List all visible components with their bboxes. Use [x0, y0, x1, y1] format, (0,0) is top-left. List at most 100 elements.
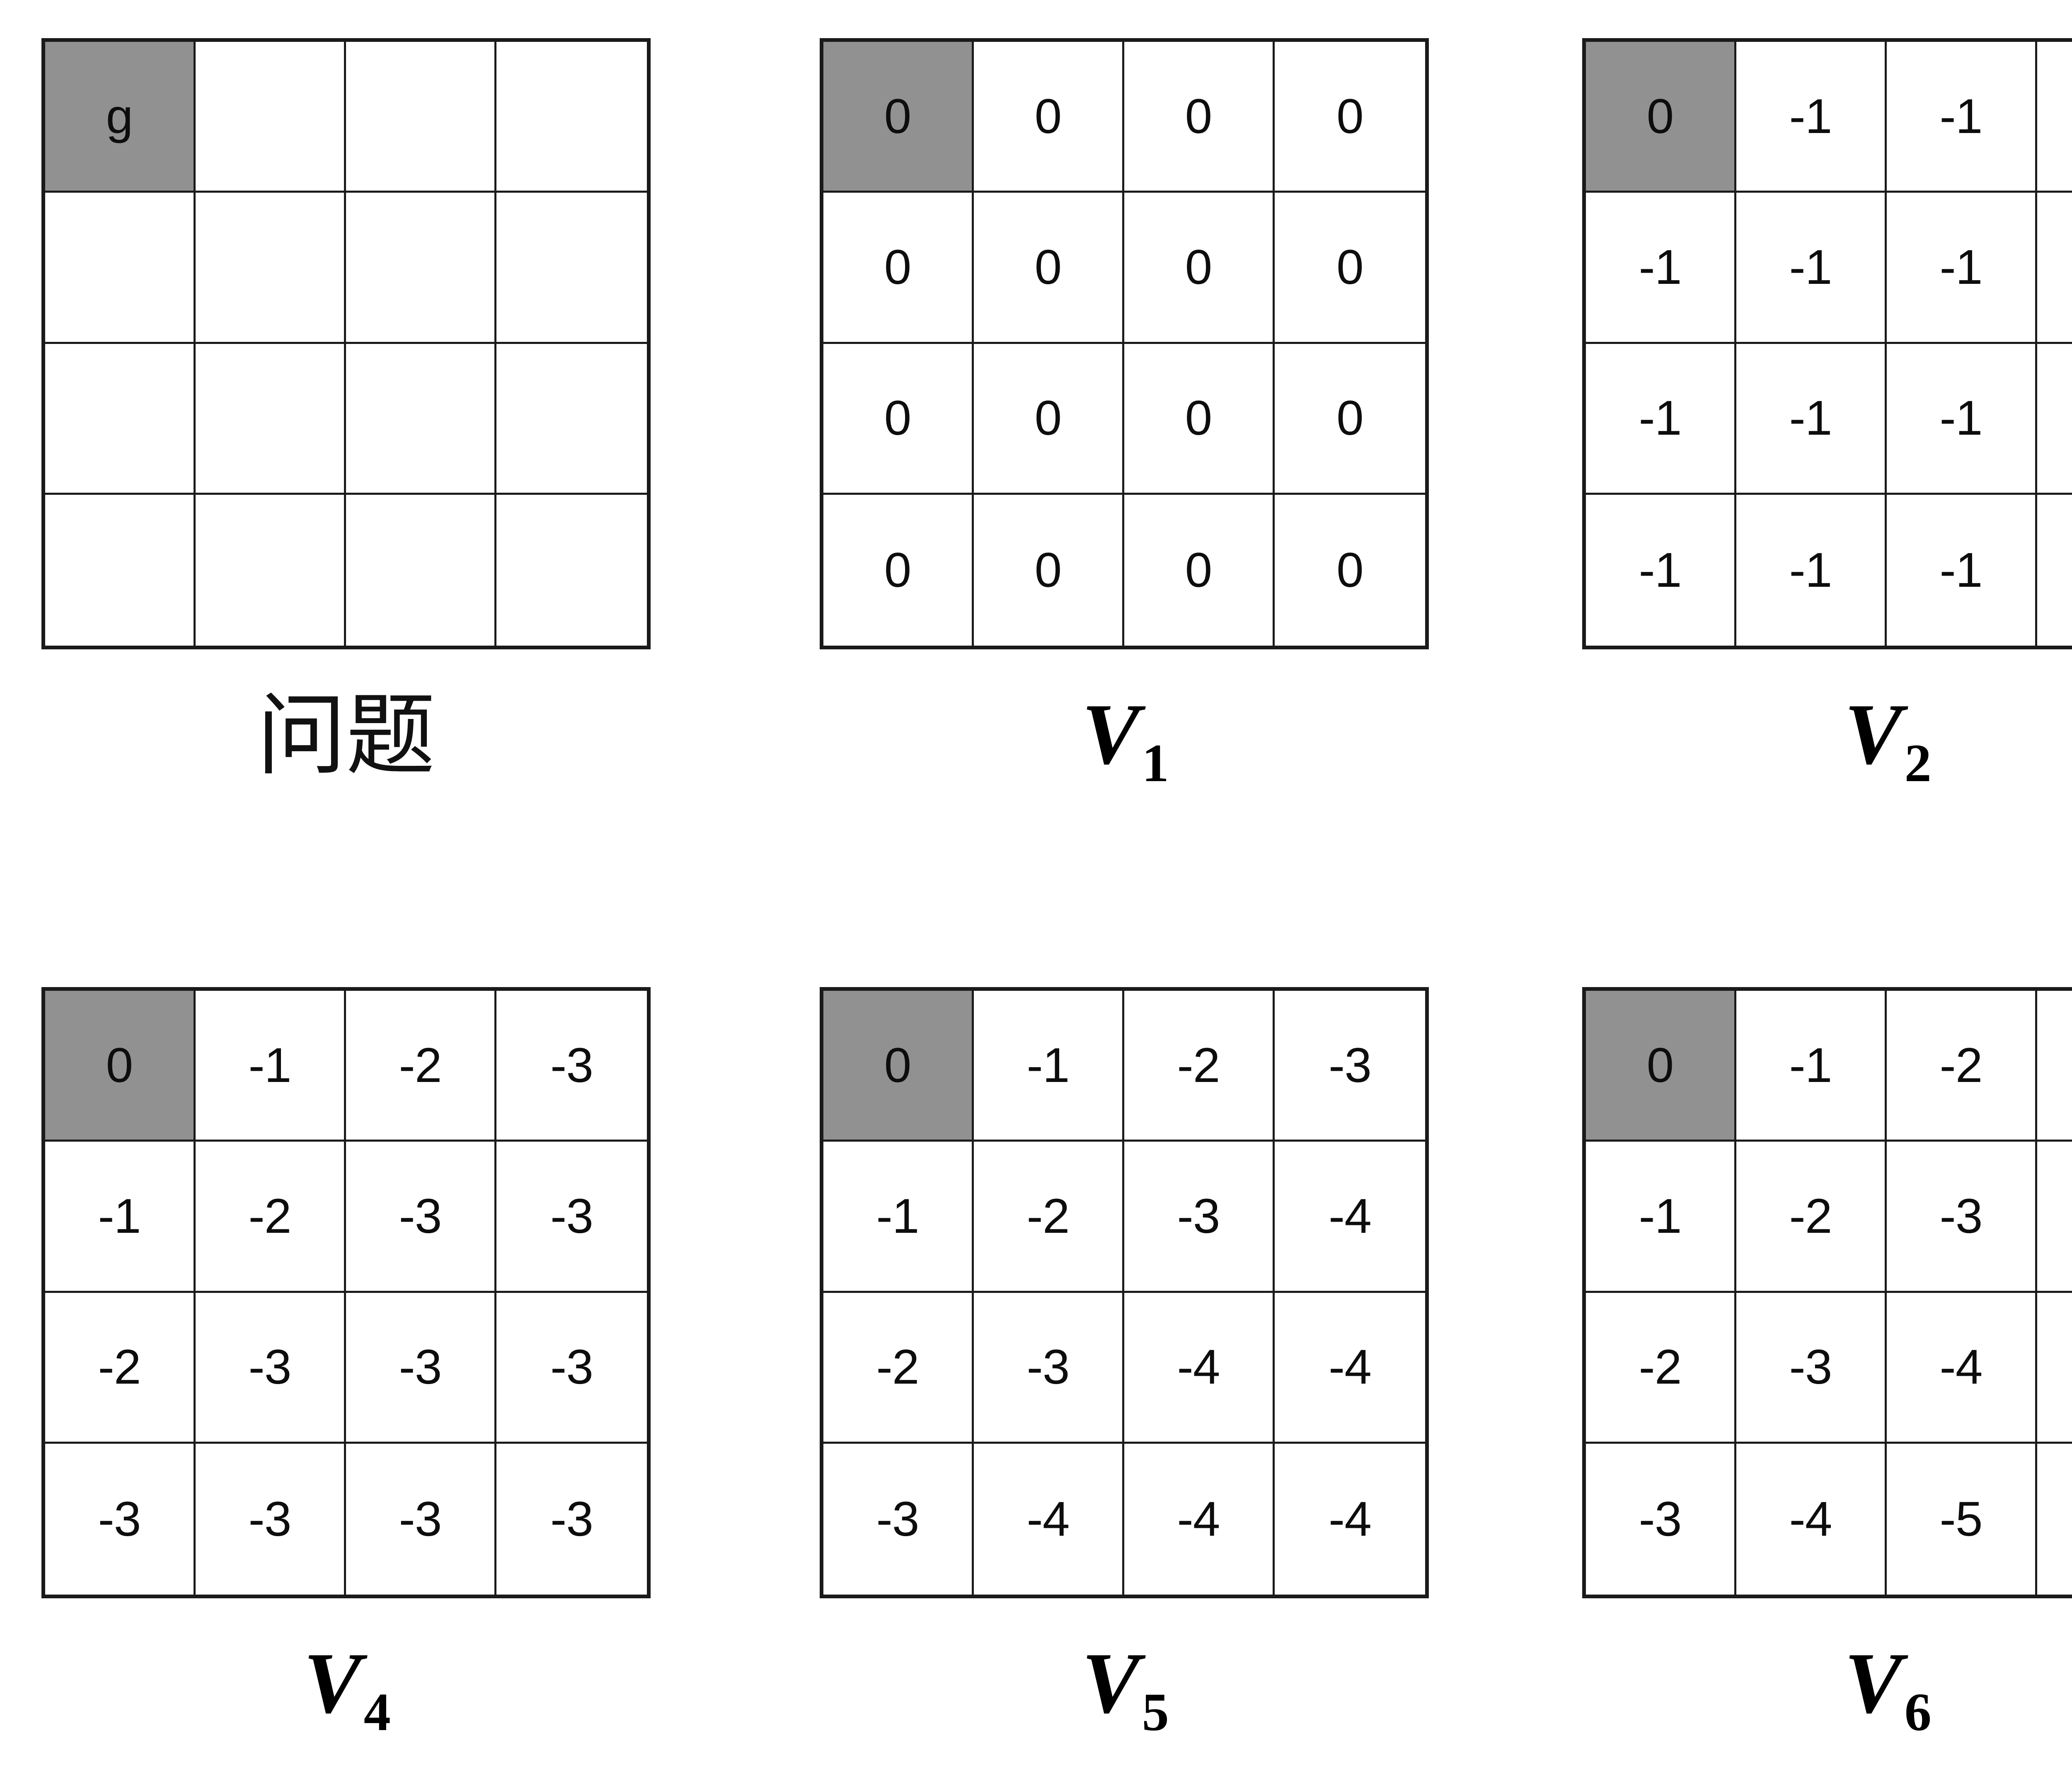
board-caption-v5: V5 [1082, 1640, 1169, 1743]
grid-cell-v6-r2-c2: -4 [1887, 1292, 2037, 1444]
grid-cell-v1-r1-c3: 0 [1275, 193, 1425, 344]
caption-subscript-v4: 4 [363, 1682, 391, 1742]
grid-cell-problem-r0-c1 [196, 42, 346, 193]
grid-cell-v1-r1-c2: 0 [1124, 193, 1275, 344]
grid-cell-v6-r2-c1: -3 [1736, 1292, 1887, 1444]
grid-cell-v4-r1-c1: -2 [196, 1142, 346, 1293]
grid-cell-v5-r3-c1: -4 [974, 1443, 1124, 1595]
grid-cell-v2-r3-c1: -1 [1736, 494, 1887, 646]
grid-cell-v2-r3-c0: -1 [1586, 494, 1736, 646]
grid-cell-v6-r3-c3: -5 [2037, 1443, 2072, 1595]
grid-cell-v2-r2-c1: -1 [1736, 344, 1887, 495]
grid-cell-problem-r3-c1 [196, 494, 346, 646]
caption-subscript-v6: 6 [1904, 1682, 1932, 1742]
grid-cell-v2-r3-c3: -1 [2037, 494, 2072, 646]
grid-cell-problem-r1-c1 [196, 193, 346, 344]
grid-cell-v5-r2-c3: -4 [1275, 1292, 1425, 1444]
grid-cell-v2-r3-c2: -1 [1887, 494, 2037, 646]
grid-cell-v6-r0-c3: -3 [2037, 991, 2072, 1142]
grid-cell-v4-r3-c0: -3 [45, 1443, 196, 1595]
grid-cell-v6-r3-c2: -5 [1887, 1443, 2037, 1595]
grid-cell-v2-r1-c1: -1 [1736, 193, 1887, 344]
grid-cell-v6-r2-c3: -5 [2037, 1292, 2072, 1444]
grid-cell-v5-r0-c2: -2 [1124, 991, 1275, 1142]
grid-cell-v6-r3-c0: -3 [1586, 1443, 1736, 1595]
grid-cell-problem-r1-c3 [496, 193, 647, 344]
board-caption-problem: 问题 [257, 691, 435, 794]
grid-cell-v4-r0-c3: -3 [496, 991, 647, 1142]
grid-cell-v5-r1-c2: -3 [1124, 1142, 1275, 1293]
grid-cell-v2-r0-c1: -1 [1736, 42, 1887, 193]
grid-cell-v5-r1-c0: -1 [823, 1142, 974, 1293]
grid-cell-v4-r0-c1: -1 [196, 991, 346, 1142]
grid-cell-v1-r2-c1: 0 [974, 344, 1124, 495]
grid-cell-v6-r1-c1: -2 [1736, 1142, 1887, 1293]
grid-cell-v4-r2-c3: -3 [496, 1292, 647, 1444]
caption-symbol-v5: V [1082, 1635, 1140, 1731]
grid-cell-v5-r3-c2: -4 [1124, 1443, 1275, 1595]
caption-math-v5: V5 [1082, 1640, 1169, 1739]
grid-cell-v1-r0-c0: 0 [823, 42, 974, 193]
grid-cell-v4-r2-c2: -3 [346, 1292, 496, 1444]
grid-cell-v2-r2-c0: -1 [1586, 344, 1736, 495]
grid-cell-v5-r0-c1: -1 [974, 991, 1124, 1142]
board-caption-v6: V6 [1844, 1640, 1931, 1743]
value-grid-v6: 0-1-2-3-1-2-3-4-2-3-4-5-3-4-5-5 [1582, 987, 2072, 1598]
grid-cell-problem-r0-c3 [496, 42, 647, 193]
grid-cell-v1-r1-c1: 0 [974, 193, 1124, 344]
grid-cell-v2-r0-c2: -1 [1887, 42, 2037, 193]
caption-math-v2: V2 [1844, 691, 1931, 790]
caption-symbol-v1: V [1082, 686, 1140, 782]
grid-cell-problem-r2-c0 [45, 344, 196, 495]
grid-cell-v2-r1-c0: -1 [1586, 193, 1736, 344]
grid-cell-v5-r3-c0: -3 [823, 1443, 974, 1595]
grid-cell-problem-r3-c3 [496, 494, 647, 646]
grid-cell-v4-r1-c0: -1 [45, 1142, 196, 1293]
grid-cell-v1-r2-c2: 0 [1124, 344, 1275, 495]
grid-cell-v6-r1-c0: -1 [1586, 1142, 1736, 1293]
grid-cell-v4-r3-c2: -3 [346, 1443, 496, 1595]
grid-cell-v1-r1-c0: 0 [823, 193, 974, 344]
grid-cell-v2-r0-c0: 0 [1586, 42, 1736, 193]
grid-cell-v1-r3-c0: 0 [823, 494, 974, 646]
grid-cell-v4-r2-c1: -3 [196, 1292, 346, 1444]
grid-cell-v1-r2-c3: 0 [1275, 344, 1425, 495]
grid-cell-v4-r1-c3: -3 [496, 1142, 647, 1293]
caption-text-problem: 问题 [257, 683, 435, 787]
grid-cell-problem-r0-c2 [346, 42, 496, 193]
grid-cell-problem-r0-c0: g [45, 42, 196, 193]
grid-cell-v5-r3-c3: -4 [1275, 1443, 1425, 1595]
caption-subscript-v5: 5 [1142, 1682, 1169, 1742]
caption-symbol-v2: V [1844, 686, 1903, 782]
grid-cell-v2-r1-c3: -1 [2037, 193, 2072, 344]
caption-math-v1: V1 [1082, 691, 1169, 790]
grid-cell-v6-r1-c2: -3 [1887, 1142, 2037, 1293]
grid-cell-problem-r1-c2 [346, 193, 496, 344]
board-caption-v2: V2 [1844, 691, 1931, 794]
grid-cell-v1-r3-c2: 0 [1124, 494, 1275, 646]
caption-math-v6: V6 [1844, 1640, 1931, 1739]
value-grid-v5: 0-1-2-3-1-2-3-4-2-3-4-4-3-4-4-4 [820, 987, 1429, 1598]
grid-board-problem: g 问题 [41, 38, 651, 794]
grid-board-v6: 0-1-2-3-1-2-3-4-2-3-4-5-3-4-5-5V6 [1582, 987, 2072, 1743]
grid-cell-v1-r0-c3: 0 [1275, 42, 1425, 193]
grid-cell-problem-r2-c2 [346, 344, 496, 495]
grid-cell-v1-r0-c2: 0 [1124, 42, 1275, 193]
grid-cell-v4-r3-c1: -3 [196, 1443, 346, 1595]
grid-cell-v5-r1-c3: -4 [1275, 1142, 1425, 1293]
grid-cell-problem-r2-c3 [496, 344, 647, 495]
grid-cell-v6-r0-c2: -2 [1887, 991, 2037, 1142]
caption-subscript-v1: 1 [1142, 733, 1169, 793]
grid-board-v2: 0-1-1-1-1-1-1-1-1-1-1-1-1-1-1-1V2 [1582, 38, 2072, 794]
caption-symbol-v4: V [303, 1635, 362, 1731]
grid-cell-v4-r2-c0: -2 [45, 1292, 196, 1444]
grid-cell-v4-r1-c2: -3 [346, 1142, 496, 1293]
grid-cell-v5-r0-c3: -3 [1275, 991, 1425, 1142]
grid-cell-v1-r3-c1: 0 [974, 494, 1124, 646]
grid-cell-v5-r2-c0: -2 [823, 1292, 974, 1444]
grid-cell-v4-r0-c0: 0 [45, 991, 196, 1142]
grid-cell-problem-r3-c0 [45, 494, 196, 646]
grid-cell-v2-r2-c3: -1 [2037, 344, 2072, 495]
